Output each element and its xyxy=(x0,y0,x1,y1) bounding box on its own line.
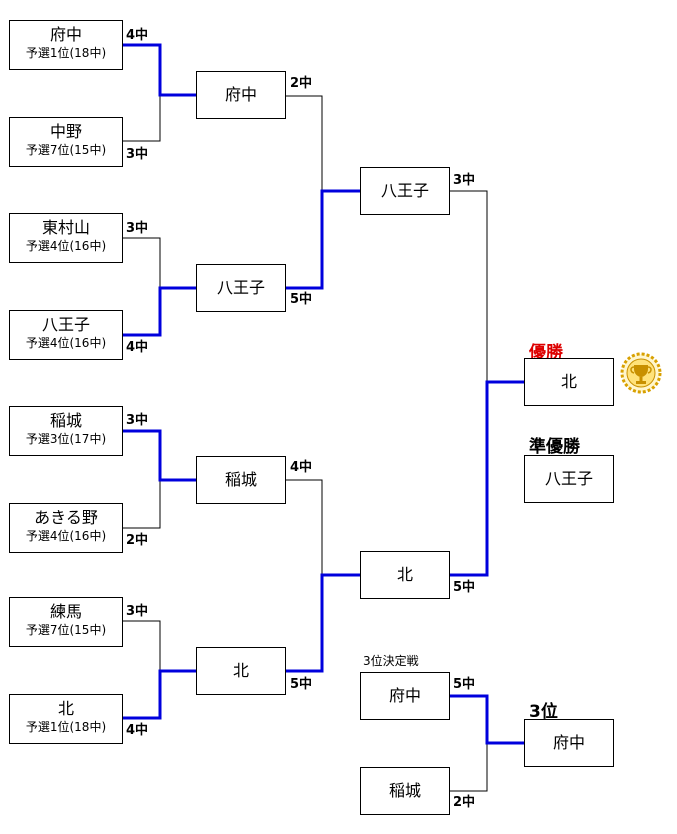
score-label: 2中 xyxy=(126,533,149,548)
champion-box: 北 xyxy=(524,358,614,406)
loser-lines xyxy=(122,95,488,792)
team-name: 東村山 xyxy=(41,218,90,237)
third-place-match-label: 3位決定戦 xyxy=(363,654,419,668)
third-place-box-inagi: 稲城 xyxy=(360,767,450,815)
third-place-winner-box: 府中 xyxy=(524,719,614,767)
team-qualifier: 予選7位(15中) xyxy=(25,623,107,637)
score-label: 4中 xyxy=(290,460,313,475)
team-name: 稲城 xyxy=(49,411,82,430)
winner-lines xyxy=(122,43,524,745)
trophy-icon xyxy=(620,352,662,394)
team-name: 練馬 xyxy=(49,602,82,621)
score-label: 3中 xyxy=(126,413,149,428)
score-label: 2中 xyxy=(290,76,313,91)
team-qualifier: 予選1位(18中) xyxy=(25,46,107,60)
runnerup-title: 準優勝 xyxy=(529,437,580,457)
score-label: 5中 xyxy=(453,580,476,595)
score-label: 5中 xyxy=(290,677,313,692)
team-name: 北 xyxy=(57,699,74,718)
team-qualifier: 予選4位(16中) xyxy=(25,336,107,350)
team-name: 府中 xyxy=(49,25,82,44)
team-box-higashimurayama: 東村山 予選4位(16中) xyxy=(9,213,123,263)
round2-box-hachioji: 八王子 xyxy=(196,264,286,312)
score-label: 3中 xyxy=(453,173,476,188)
team-qualifier: 予選3位(17中) xyxy=(25,432,107,446)
team-qualifier: 予選4位(16中) xyxy=(25,239,107,253)
team-box-inagi: 稲城 予選3位(17中) xyxy=(9,406,123,456)
score-label: 4中 xyxy=(126,723,149,738)
third-place-title: 3位 xyxy=(529,702,558,722)
team-qualifier: 予選1位(18中) xyxy=(25,720,107,734)
score-label: 4中 xyxy=(126,28,149,43)
team-box-hachioji: 八王子 予選4位(16中) xyxy=(9,310,123,360)
semifinal-box-hachioji: 八王子 xyxy=(360,167,450,215)
team-box-nakano: 中野 予選7位(15中) xyxy=(9,117,123,167)
team-box-akiruno: あきる野 予選4位(16中) xyxy=(9,503,123,553)
team-name: あきる野 xyxy=(34,508,98,527)
semifinal-box-kita: 北 xyxy=(360,551,450,599)
score-label: 3中 xyxy=(126,221,149,236)
team-name: 八王子 xyxy=(41,315,90,334)
score-label: 5中 xyxy=(453,677,476,692)
team-box-nerima: 練馬 予選7位(15中) xyxy=(9,597,123,647)
score-label: 5中 xyxy=(290,292,313,307)
team-box-kita: 北 予選1位(18中) xyxy=(9,694,123,744)
score-label: 2中 xyxy=(453,795,476,810)
score-label: 3中 xyxy=(126,147,149,162)
team-qualifier: 予選4位(16中) xyxy=(25,529,107,543)
runnerup-box: 八王子 xyxy=(524,455,614,503)
round2-box-kita: 北 xyxy=(196,647,286,695)
third-place-box-fuchu: 府中 xyxy=(360,672,450,720)
score-label: 4中 xyxy=(126,340,149,355)
score-label: 3中 xyxy=(126,604,149,619)
round2-box-inagi: 稲城 xyxy=(196,456,286,504)
team-qualifier: 予選7位(15中) xyxy=(25,143,107,157)
team-name: 中野 xyxy=(49,122,82,141)
round2-box-fuchu: 府中 xyxy=(196,71,286,119)
team-box-fuchu: 府中 予選1位(18中) xyxy=(9,20,123,70)
